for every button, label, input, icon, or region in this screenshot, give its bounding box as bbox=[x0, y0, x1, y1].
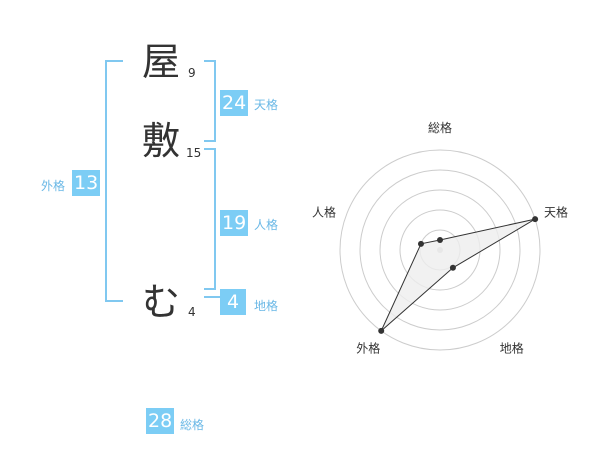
radar-ring bbox=[359, 169, 521, 331]
stroke-count-1: 9 bbox=[188, 66, 196, 80]
radar-ring bbox=[379, 189, 501, 311]
radar-point bbox=[532, 216, 539, 223]
chikaku-connector bbox=[204, 296, 220, 298]
gaikaku-badge: 13 bbox=[72, 170, 101, 196]
jinkaku-badge: 19 bbox=[220, 210, 249, 236]
tenkaku-label: 天格 bbox=[254, 98, 279, 112]
radar-ring bbox=[339, 149, 541, 351]
chikaku-badge: 4 bbox=[220, 289, 246, 315]
radar-point bbox=[417, 240, 424, 247]
radar-axis-label: 天格 bbox=[544, 204, 568, 219]
radar-polygon bbox=[380, 218, 536, 332]
radar-axis-label: 人格 bbox=[312, 204, 336, 219]
name-char-1: 屋 bbox=[142, 40, 181, 84]
radar-point bbox=[378, 327, 385, 334]
name-char-3: む bbox=[142, 280, 181, 324]
outer-bracket bbox=[105, 60, 123, 302]
radar-axis-label: 外格 bbox=[356, 341, 380, 356]
soukaku-badge: 28 bbox=[146, 408, 175, 434]
stroke-count-3: 4 bbox=[188, 305, 196, 319]
radar-series bbox=[378, 216, 539, 334]
radar-axis-label: 総格 bbox=[428, 120, 452, 135]
jinkaku-bracket bbox=[204, 148, 216, 290]
tenkaku-bracket bbox=[204, 60, 216, 142]
gaikaku-label: 外格 bbox=[41, 179, 66, 193]
radar-point bbox=[437, 237, 443, 243]
chikaku-label: 地格 bbox=[254, 299, 279, 313]
soukaku-label: 総格 bbox=[180, 418, 205, 432]
stroke-count-2: 15 bbox=[186, 146, 202, 160]
radar-point bbox=[449, 264, 456, 271]
tenkaku-badge: 24 bbox=[220, 90, 249, 116]
jinkaku-label: 人格 bbox=[254, 218, 279, 232]
name-char-2: 敷 bbox=[142, 119, 181, 163]
radar-axis-label: 地格 bbox=[500, 341, 524, 356]
